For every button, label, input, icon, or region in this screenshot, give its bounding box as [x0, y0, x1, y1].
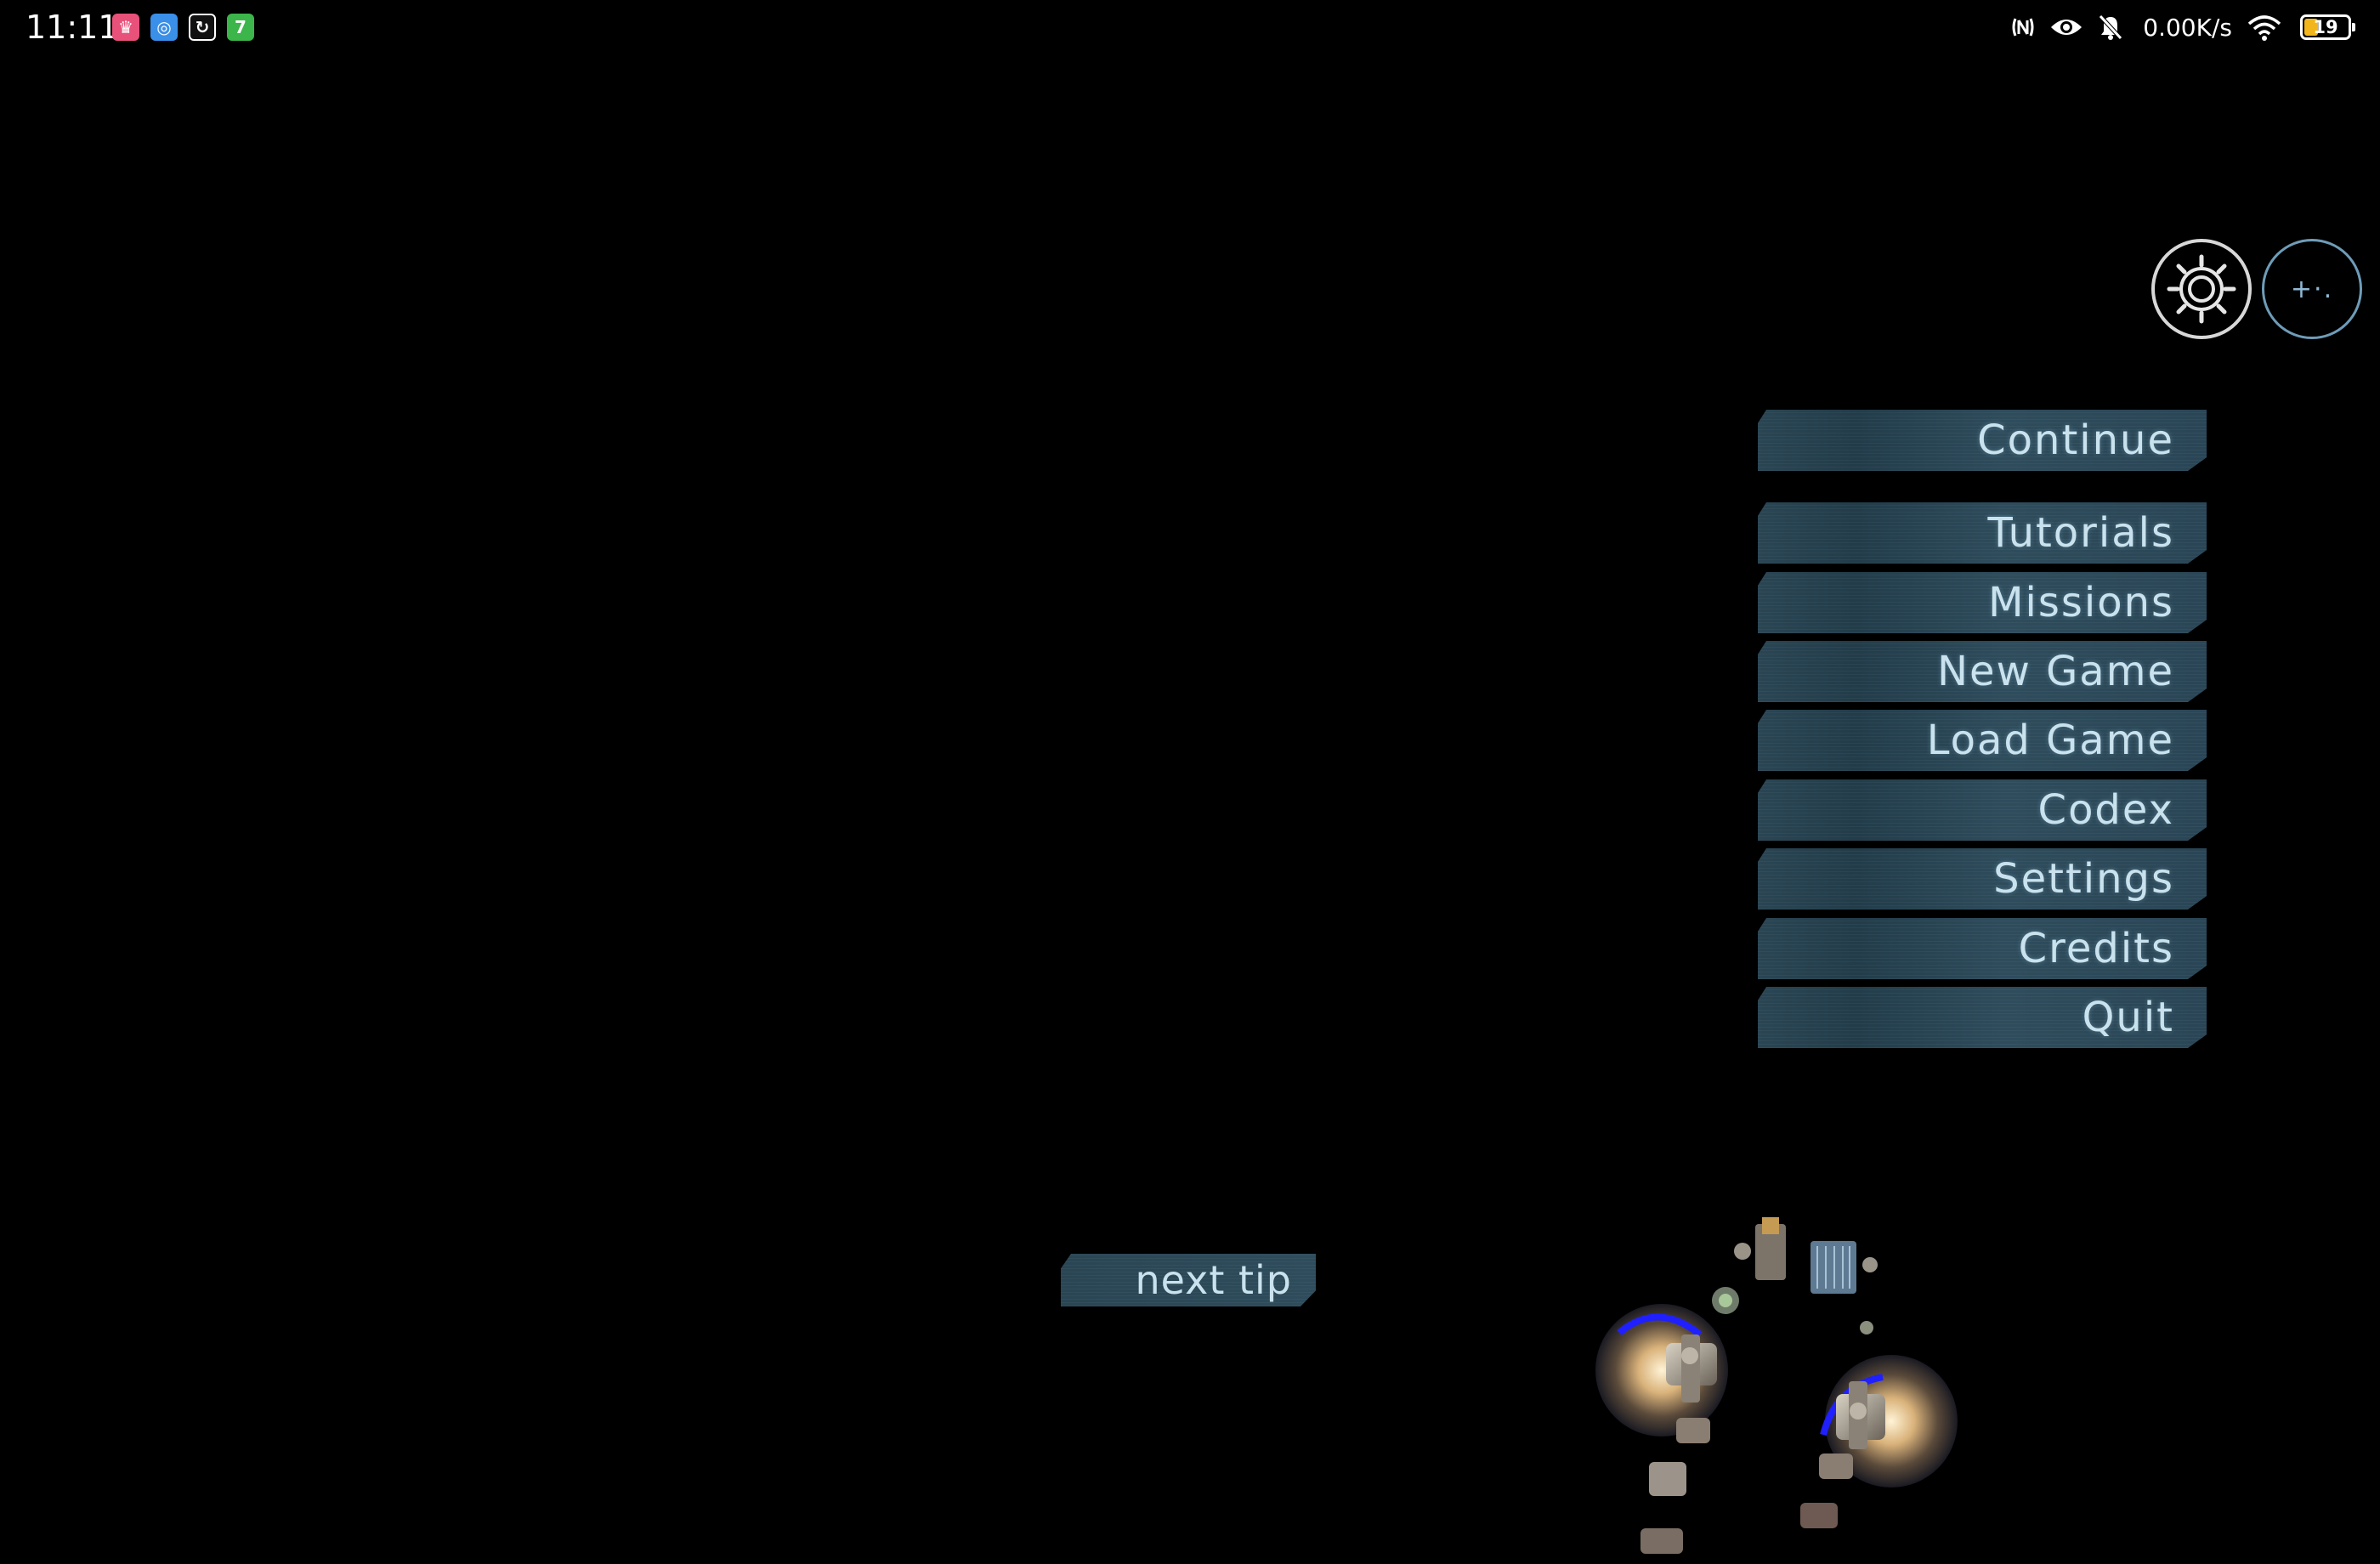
codex-button[interactable]: Codex: [1758, 779, 2207, 841]
status-indicators: 0.00K/s 19: [2010, 8, 2355, 46]
quit-button-label: Quit: [2082, 994, 2174, 1041]
load-game-button-label: Load Game: [1926, 717, 2174, 764]
wifi-icon: [2247, 15, 2281, 41]
settings-round-button[interactable]: [2151, 239, 2252, 339]
notification-app-icon-3: ↻: [189, 14, 216, 41]
gamepad-icon: +·.: [2290, 274, 2334, 304]
battery-fill: [2304, 19, 2318, 36]
next-tip-label: next tip: [1135, 1257, 1292, 1303]
battery-level: 19: [2313, 17, 2338, 37]
gamepad-round-button[interactable]: +·.: [2262, 239, 2362, 339]
quit-button[interactable]: Quit: [1758, 987, 2207, 1048]
battery-indicator: 19: [2300, 14, 2355, 40]
gear-icon: [2167, 254, 2236, 324]
missions-button[interactable]: Missions: [1758, 572, 2207, 633]
nfc-icon: [2012, 18, 2034, 37]
escort-ships: [1640, 1418, 1853, 1554]
eye-icon: [2051, 20, 2082, 35]
missions-button-label: Missions: [1988, 579, 2174, 626]
tutorials-button[interactable]: Tutorials: [1758, 502, 2207, 564]
status-time: 11:11: [26, 8, 119, 46]
continue-button[interactable]: Continue: [1758, 410, 2207, 471]
notification-app-icon-2: ◎: [150, 14, 178, 41]
top-station: [1712, 1217, 1878, 1334]
network-speed: 0.00K/s: [2143, 13, 2232, 42]
status-bar: 11:11 ♛ ◎ ↻ 7: [0, 0, 2380, 54]
next-tip-button[interactable]: next tip: [1061, 1254, 1316, 1306]
codex-button-label: Codex: [2037, 786, 2174, 834]
status-app-icons: ♛ ◎ ↻ 7: [112, 14, 254, 41]
settings-button[interactable]: Settings: [1758, 848, 2207, 910]
fleet-artwork: [1595, 1217, 1958, 1554]
load-game-button[interactable]: Load Game: [1758, 710, 2207, 771]
tutorials-button-label: Tutorials: [1987, 509, 2174, 557]
mute-bell-icon: [2099, 14, 2123, 40]
new-game-button-label: New Game: [1937, 648, 2174, 695]
settings-button-label: Settings: [1993, 855, 2174, 903]
left-warship: [1595, 1304, 1728, 1436]
credits-button-label: Credits: [2018, 925, 2174, 972]
new-game-button[interactable]: New Game: [1758, 641, 2207, 702]
right-warship: [1820, 1355, 1958, 1488]
continue-button-label: Continue: [1977, 416, 2174, 464]
notification-app-icon-4: 7: [227, 14, 254, 41]
notification-app-icon-1: ♛: [112, 14, 139, 41]
credits-button[interactable]: Credits: [1758, 918, 2207, 979]
